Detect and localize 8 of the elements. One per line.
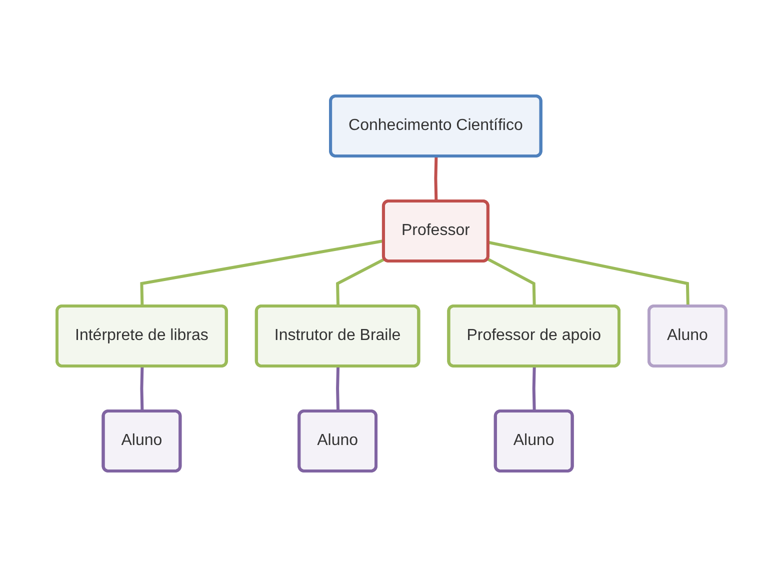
connector (532, 366, 536, 412)
connector (140, 366, 144, 412)
connector (488, 240, 689, 306)
connector (486, 257, 536, 306)
connector (336, 366, 340, 412)
connector (336, 257, 385, 306)
connector (434, 156, 438, 202)
connector (140, 238, 384, 306)
